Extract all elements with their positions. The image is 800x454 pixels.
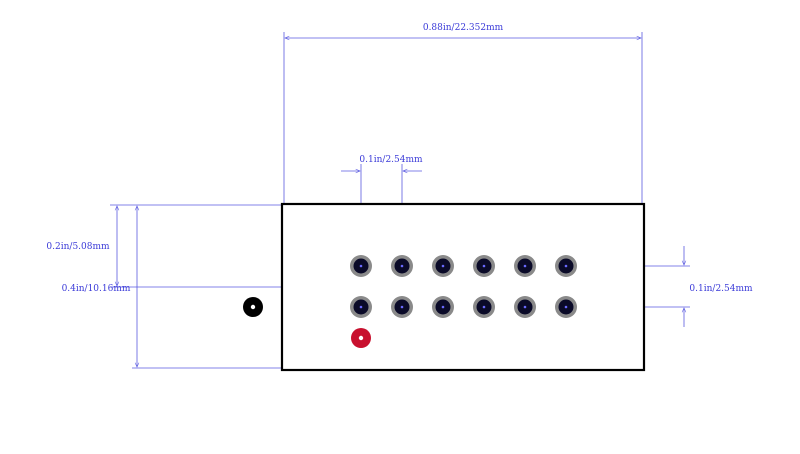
pad (391, 296, 413, 318)
pad (555, 255, 577, 277)
pin-pitch-horizontal-label: 0.1in/2.54mm (359, 155, 423, 165)
overall-height-dimension: 0.4in/10.16mm (62, 206, 282, 369)
pad-center-mark (482, 264, 486, 268)
overall-height-label: 0.4in/10.16mm (62, 284, 131, 294)
pad-center-mark (564, 305, 568, 309)
pad-center-mark (359, 305, 363, 309)
pin-pitch-vertical-label: 0.1in/2.54mm (689, 284, 753, 294)
overall-width-label: 0.88in/22.352mm (423, 23, 504, 33)
reference-dot (243, 297, 263, 317)
pad-center-mark (482, 305, 486, 309)
pad-center-mark (400, 264, 404, 268)
pin1-marker (351, 328, 371, 348)
pad (473, 296, 495, 318)
pad-center-mark (523, 305, 527, 309)
pad-center-mark (564, 264, 568, 268)
pad-center-mark (441, 264, 445, 268)
pad (391, 255, 413, 277)
pad (514, 296, 536, 318)
pad (432, 296, 454, 318)
pad-center-mark (400, 305, 404, 309)
pad-center-mark (523, 264, 527, 268)
pad (555, 296, 577, 318)
pad-array (350, 255, 577, 318)
component-body-outline (280, 202, 646, 372)
overall-width-dimension: 0.88in/22.352mm (283, 23, 643, 204)
pad (473, 255, 495, 277)
pad (514, 255, 536, 277)
pad (432, 255, 454, 277)
pad (350, 296, 372, 318)
pad (350, 255, 372, 277)
row-offset-label: 0.2in/5.08mm (46, 242, 110, 252)
pad-center-mark (441, 305, 445, 309)
pad-center-mark (359, 264, 363, 268)
